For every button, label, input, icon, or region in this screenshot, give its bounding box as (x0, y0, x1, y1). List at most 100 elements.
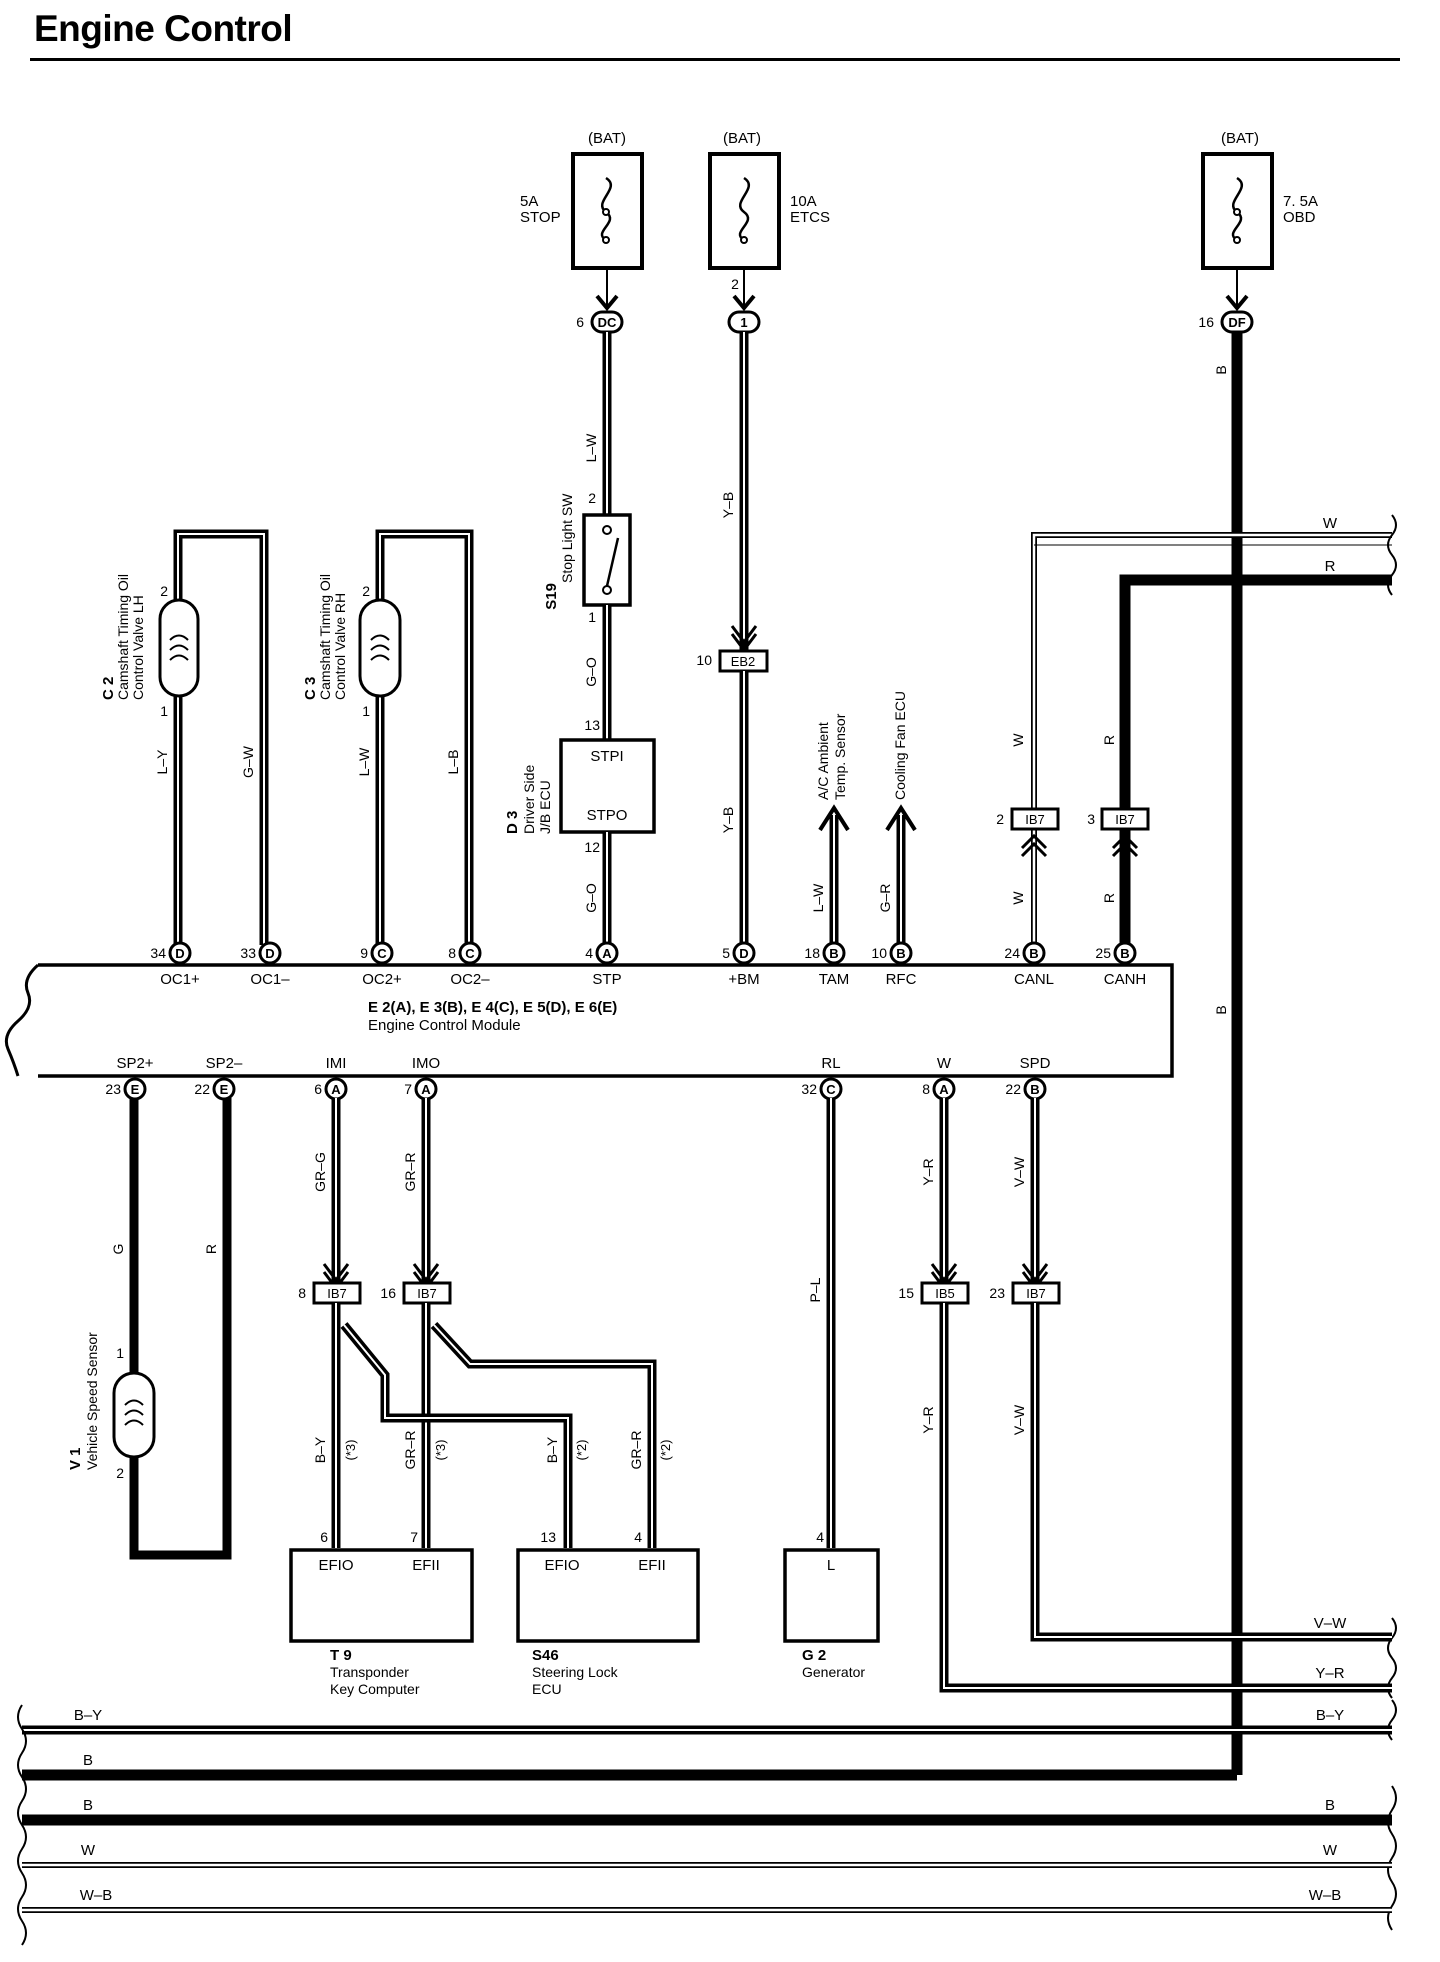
svg-text:W–B: W–B (1309, 1887, 1342, 1904)
bottom-buses: B–Y B–Y B B B W W W–B W–B (17, 1704, 1392, 1946)
fuse-connector-etcs: 2 1 (727, 276, 761, 334)
junction-ib7-imo: 16 IB7 (380, 1281, 452, 1305)
svg-text:Generator: Generator (802, 1664, 865, 1680)
svg-text:G: G (110, 1244, 126, 1255)
svg-text:8: 8 (448, 945, 456, 961)
svg-text:CANL: CANL (1014, 971, 1054, 988)
svg-text:1: 1 (116, 1345, 124, 1361)
svg-text:D 3: D 3 (504, 811, 521, 834)
svg-text:IB5: IB5 (935, 1286, 955, 1301)
svg-text:W: W (1323, 1842, 1338, 1859)
svg-text:22: 22 (1005, 1081, 1021, 1097)
svg-text:P–L: P–L (807, 1277, 823, 1302)
svg-text:V 1: V 1 (67, 1447, 84, 1470)
break-marks-right (1387, 514, 1397, 1931)
title-rule (30, 58, 1400, 61)
svg-text:(*2): (*2) (658, 1440, 673, 1461)
svg-text:Y–R: Y–R (1315, 1665, 1344, 1682)
svg-text:7: 7 (404, 1081, 412, 1097)
svg-text:B: B (1030, 1082, 1039, 1097)
svg-text:2: 2 (362, 583, 370, 599)
steering-lock-ecu: 13 4 EFIO EFII S46 Steering Lock ECU (516, 1529, 700, 1697)
svg-text:STPO: STPO (587, 807, 628, 824)
svg-text:3: 3 (1087, 811, 1095, 827)
svg-text:C: C (465, 946, 475, 961)
svg-text:1: 1 (740, 315, 747, 330)
svg-text:8: 8 (298, 1285, 306, 1301)
svg-text:EFIO: EFIO (544, 1557, 579, 1574)
solenoid-icon (358, 598, 402, 698)
svg-text:18: 18 (804, 945, 820, 961)
svg-text:RL: RL (821, 1055, 840, 1072)
svg-text:SPD: SPD (1020, 1055, 1051, 1072)
svg-text:IB7: IB7 (1115, 812, 1135, 827)
svg-text:A/C Ambient: A/C Ambient (815, 722, 831, 800)
svg-text:W: W (81, 1842, 96, 1859)
svg-text:2: 2 (996, 811, 1004, 827)
svg-text:Steering Lock: Steering Lock (532, 1664, 619, 1680)
svg-text:L–W: L–W (810, 883, 826, 913)
rfc-wire: G–R Cooling Fan ECU (877, 691, 917, 945)
svg-text:OC2–: OC2– (450, 971, 490, 988)
c2-camshaft-valve-lh: 2 1 C 2 Camshaft Timing Oil Control Valv… (100, 529, 269, 945)
bus-w: W W (22, 1842, 1392, 1868)
svg-text:1: 1 (160, 703, 168, 719)
svg-text:13: 13 (540, 1529, 556, 1545)
bus-b-lower: B B (22, 1797, 1392, 1826)
svg-text:IMI: IMI (326, 1055, 347, 1072)
svg-text:B: B (83, 1752, 93, 1769)
svg-text:B: B (1029, 946, 1038, 961)
svg-text:Control Valve LH: Control Valve LH (130, 595, 146, 700)
svg-text:B–Y: B–Y (312, 1436, 328, 1463)
ecm-top-terminal: D5+BM (722, 941, 760, 988)
svg-text:Engine Control Module: Engine Control Module (368, 1017, 521, 1034)
svg-text:(*2): (*2) (574, 1440, 589, 1461)
svg-text:7: 7 (410, 1529, 418, 1545)
svg-text:7. 5A: 7. 5A (1283, 193, 1318, 210)
svg-text:CANH: CANH (1104, 971, 1147, 988)
bus-w-b: W–B W–B (22, 1887, 1392, 1913)
etcs-circuit: Y–B 10 EB2 Y–B (696, 332, 769, 945)
svg-text:12: 12 (584, 839, 600, 855)
svg-text:OC1–: OC1– (250, 971, 290, 988)
svg-text:2: 2 (588, 490, 596, 506)
svg-text:15: 15 (898, 1285, 914, 1301)
tam-wire: L–W A/C Ambient Temp. Sensor (810, 713, 850, 945)
svg-text:Y–B: Y–B (720, 807, 736, 833)
svg-text:Vehicle Speed Sensor: Vehicle Speed Sensor (84, 1332, 100, 1470)
svg-text:EFII: EFII (638, 1557, 666, 1574)
svg-text:33: 33 (240, 945, 256, 961)
svg-text:V–W: V–W (1314, 1615, 1347, 1632)
svg-text:5A: 5A (520, 193, 538, 210)
svg-text:OC2+: OC2+ (362, 971, 402, 988)
svg-text:R: R (1325, 558, 1336, 575)
immobilizer-branch-wires: B–Y (*3) GR–R (*3) B–Y (*2) GR–R (*2) (312, 1303, 673, 1548)
svg-text:+BM: +BM (728, 971, 759, 988)
svg-text:Control Valve RH: Control Valve RH (332, 593, 348, 700)
junction-ib7-canl: 2 IB7 (996, 807, 1060, 858)
svg-text:J/B ECU: J/B ECU (537, 780, 553, 834)
bus-b-upper: B (83, 1752, 93, 1769)
svg-text:Driver Side: Driver Side (521, 765, 537, 834)
svg-text:GR–R: GR–R (402, 1431, 418, 1470)
svg-text:10A: 10A (790, 193, 817, 210)
svg-text:2: 2 (160, 583, 168, 599)
fuse-icon (738, 176, 751, 242)
fuse-obd: (BAT) 7. 5A OBD (1201, 130, 1318, 270)
fuse-connector-stop: 6 DC (576, 310, 624, 334)
svg-text:34: 34 (150, 945, 166, 961)
svg-text:C 3: C 3 (302, 677, 319, 700)
svg-text:G–R: G–R (877, 884, 893, 913)
vehicle-speed-sensor-circuit: 1 2 V 1 Vehicle Speed Sensor G R (67, 1098, 232, 1560)
svg-text:Camshaft Timing Oil: Camshaft Timing Oil (317, 574, 333, 700)
svg-text:25: 25 (1095, 945, 1111, 961)
svg-text:IB7: IB7 (417, 1286, 437, 1301)
svg-text:2: 2 (116, 1465, 124, 1481)
w-wire: Y–R 15 IB5 Y–R Y–R (898, 1098, 1392, 1693)
svg-text:4: 4 (816, 1529, 824, 1545)
